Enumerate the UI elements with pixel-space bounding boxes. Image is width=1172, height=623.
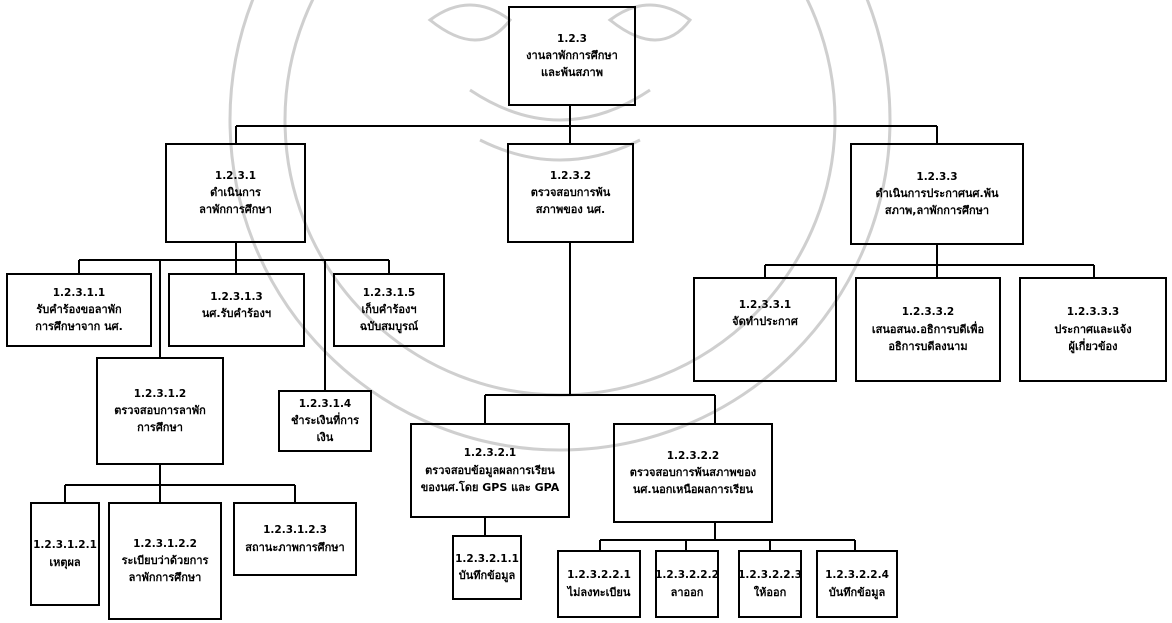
node-label: ประกาศและแจ้ง ผู้เกี่ยวข้อง xyxy=(1054,322,1132,353)
node-1-2-3-2-1: 1.2.3.2.1 ตรวจสอบข้อมูลผลการเรียน ของนศ.… xyxy=(410,423,570,518)
node-code: 1.2.3.2.2.1 xyxy=(567,569,631,582)
node-1-2-3-2-2-3: 1.2.3.2.2.3 ให้ออก xyxy=(738,550,802,618)
node-label: บันทึกข้อมูล xyxy=(458,569,516,583)
node-1-2-3-1-2-2: 1.2.3.1.2.2 ระเบียบว่าด้วยการ ลาพักการศึ… xyxy=(108,502,222,620)
node-code: 1.2.3.1.2.1 xyxy=(33,539,97,552)
node-label: เสนอสนง.อธิการบดีเพื่อ อธิการบดีลงนาม xyxy=(871,322,985,353)
node-label: เหตุผล xyxy=(49,555,81,569)
node-1-2-3-3-2: 1.2.3.3.2 เสนอสนง.อธิการบดีเพื่อ อธิการบ… xyxy=(855,277,1001,382)
node-code: 1.2.3.1.2 xyxy=(133,387,187,400)
node-code: 1.2.3.1.4 xyxy=(298,397,352,410)
node-label: ให้ออก xyxy=(753,585,787,599)
node-label: ไม่ลงทะเบียน xyxy=(567,585,631,599)
node-label: ลาออก xyxy=(670,585,704,599)
node-1-2-3-1-5: 1.2.3.1.5 เก็บคำร้องฯ ฉบับสมบูรณ์ xyxy=(333,273,445,347)
node-code: 1.2.3.3 xyxy=(916,170,958,183)
node-1-2-3-3: 1.2.3.3 ดำเนินการประกาศนศ.พ้น สภาพ,ลาพัก… xyxy=(850,143,1024,245)
node-label: ตรวจสอบข้อมูลผลการเรียน ของนศ.โดย GPS แล… xyxy=(420,463,560,494)
node-1-2-3-1-2-1: 1.2.3.1.2.1 เหตุผล xyxy=(30,502,100,606)
node-1-2-3-2-1-1: 1.2.3.2.1.1 บันทึกข้อมูล xyxy=(452,535,522,600)
node-label: ชำระเงินที่การเงิน xyxy=(290,414,360,445)
node-label: นศ.รับคำร้องฯ xyxy=(201,307,272,321)
node-code: 1.2.3.2.2 xyxy=(666,449,720,462)
node-code: 1.2.3.1.3 xyxy=(210,291,263,303)
node-label: ระเบียบว่าด้วยการ ลาพักการศึกษา xyxy=(121,554,209,585)
node-1-2-3: 1.2.3 งานลาพักการศึกษา และพ้นสภาพ xyxy=(508,6,636,106)
node-1-2-3-1: 1.2.3.1 ดำเนินการ ลาพักการศึกษา xyxy=(165,143,306,243)
node-1-2-3-1-3: 1.2.3.1.3 นศ.รับคำร้องฯ xyxy=(168,273,305,347)
node-code: 1.2.3.2.1.1 xyxy=(455,552,519,565)
node-code: 1.2.3.3.3 xyxy=(1066,306,1120,319)
node-code: 1.2.3.3.1 xyxy=(738,299,792,311)
node-1-2-3-1-1: 1.2.3.1.1 รับคำร้องขอลาพัก การศึกษาจาก น… xyxy=(6,273,152,347)
node-label: ตรวจสอบการพ้นสภาพของ นศ.นอกเหนือผลการเรี… xyxy=(629,466,757,497)
node-label: จัดทำประกาศ xyxy=(732,315,798,329)
node-label: สถานะภาพการศึกษา xyxy=(245,540,345,554)
node-label: รับคำร้องขอลาพัก การศึกษาจาก นศ. xyxy=(35,303,123,334)
node-label: ตรวจสอบการพ้น สภาพของ นศ. xyxy=(530,186,611,217)
node-code: 1.2.3.2.1 xyxy=(463,447,517,460)
node-1-2-3-2-2-4: 1.2.3.2.2.4 บันทึกข้อมูล xyxy=(816,550,898,618)
node-1-2-3-1-4: 1.2.3.1.4 ชำระเงินที่การเงิน xyxy=(278,390,372,452)
node-1-2-3-3-3: 1.2.3.3.3 ประกาศและแจ้ง ผู้เกี่ยวข้อง xyxy=(1019,277,1167,382)
node-1-2-3-1-2: 1.2.3.1.2 ตรวจสอบการลาพัก การศึกษา xyxy=(96,357,224,465)
node-1-2-3-2-2: 1.2.3.2.2 ตรวจสอบการพ้นสภาพของ นศ.นอกเหน… xyxy=(613,423,773,523)
node-1-2-3-2-2-2: 1.2.3.2.2.2 ลาออก xyxy=(655,550,719,618)
node-code: 1.2.3.2.2.3 xyxy=(738,569,802,582)
node-code: 1.2.3.2.2.2 xyxy=(655,569,719,582)
node-code: 1.2.3.1.2.3 xyxy=(263,524,327,537)
node-code: 1.2.3.2.2.4 xyxy=(825,569,889,582)
node-code: 1.2.3.1.1 xyxy=(52,286,106,299)
node-label: ดำเนินการ ลาพักการศึกษา xyxy=(199,186,272,217)
node-label: งานลาพักการศึกษา และพ้นสภาพ xyxy=(526,49,618,80)
node-1-2-3-1-2-3: 1.2.3.1.2.3 สถานะภาพการศึกษา xyxy=(233,502,357,576)
node-label: ดำเนินการประกาศนศ.พ้น สภาพ,ลาพักการศึกษา xyxy=(875,187,999,218)
node-code: 1.2.3.1.2.2 xyxy=(133,537,197,550)
node-label: เก็บคำร้องฯ ฉบับสมบูรณ์ xyxy=(359,303,419,334)
node-1-2-3-2: 1.2.3.2 ตรวจสอบการพ้น สภาพของ นศ. xyxy=(507,143,634,243)
node-code: 1.2.3 xyxy=(557,32,587,45)
node-code: 1.2.3.3.2 xyxy=(901,306,955,319)
node-1-2-3-2-2-1: 1.2.3.2.2.1 ไม่ลงทะเบียน xyxy=(557,550,641,618)
node-code: 1.2.3.1 xyxy=(214,169,257,182)
node-code: 1.2.3.1.5 xyxy=(362,286,416,299)
node-label: ตรวจสอบการลาพัก การศึกษา xyxy=(114,404,206,435)
node-1-2-3-3-1: 1.2.3.3.1 จัดทำประกาศ xyxy=(693,277,837,382)
node-code: 1.2.3.2 xyxy=(549,169,592,182)
node-label: บันทึกข้อมูล xyxy=(828,585,886,599)
